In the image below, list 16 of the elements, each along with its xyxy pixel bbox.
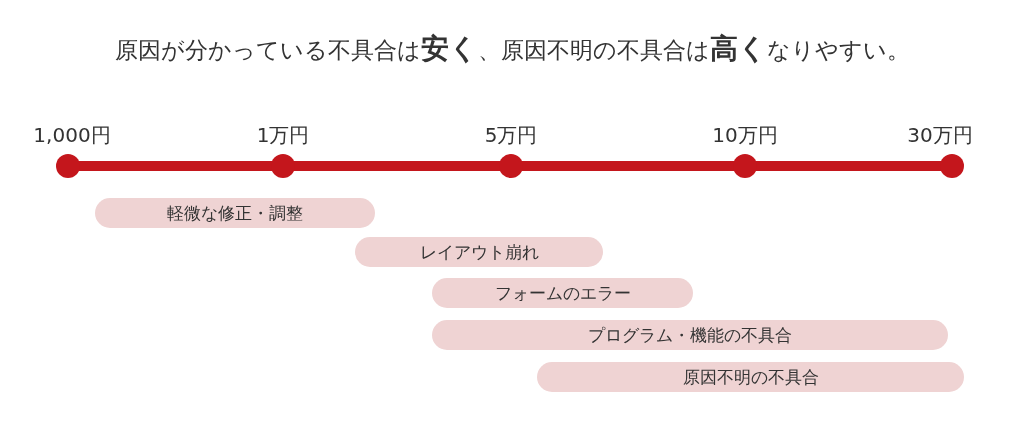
range-label: レイアウト崩れ: [419, 240, 539, 264]
range-bar: [355, 237, 603, 267]
tick-label: 1万円: [256, 122, 310, 149]
range-label: フォームのエラー: [494, 281, 631, 305]
range-label: 原因不明の不具合: [682, 365, 819, 389]
tick-label: 5万円: [484, 122, 538, 149]
range-bar: [95, 198, 375, 228]
tick-label: 10万円: [712, 122, 778, 149]
range-bar: [537, 362, 964, 392]
tick-label: 30万円: [907, 122, 973, 149]
range-bar: [432, 278, 693, 308]
range-label: プログラム・機能の不具合: [588, 323, 792, 347]
range-label: 軽微な修正・調整: [167, 201, 303, 225]
range-bar: [432, 320, 948, 350]
tick-label: 1,000円: [33, 122, 111, 149]
title: 原因が分かっている不具合は安く、原因不明の不具合は高くなりやすい。: [113, 31, 911, 67]
